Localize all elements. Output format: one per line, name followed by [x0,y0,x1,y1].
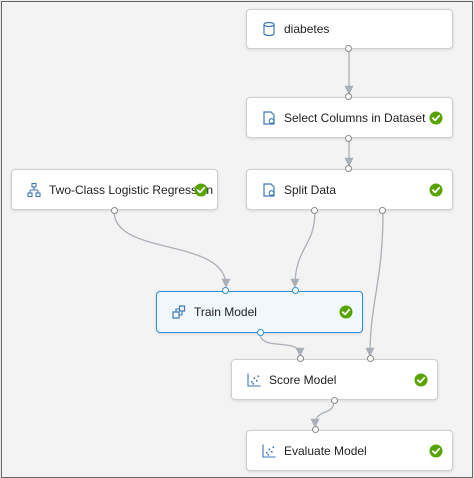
scatter-plot-icon [246,372,262,388]
module-label: Evaluate Model [284,443,367,458]
connector-train-to-score [259,332,305,357]
output-port[interactable] [257,329,264,336]
input-port[interactable] [367,355,374,362]
module-label: Train Model [194,305,257,319]
output-port[interactable] [111,207,118,214]
connector-score-to-evaluate [310,400,335,428]
check-icon [429,183,443,197]
module-label: diabetes [284,22,330,36]
output-port[interactable] [311,207,318,214]
module-label: Select Columns in Dataset [284,110,426,125]
module-diabetes[interactable]: diabetes [246,9,453,49]
input-port[interactable] [222,287,229,294]
connector-split-to-train [290,210,316,288]
input-port[interactable] [297,355,304,362]
module-label: Score Model [269,372,337,387]
module-label: Two-Class Logistic Regression [49,182,214,197]
connector-split-to-score [365,210,384,357]
output-port[interactable] [331,397,338,404]
data-transform-icon [261,110,277,126]
module-two-class-logistic-regression[interactable]: Two-Class Logistic Regression [11,169,218,210]
output-port[interactable] [379,207,386,214]
input-port[interactable] [345,165,352,172]
scatter-plot-icon [261,443,277,459]
dataset-icon [261,21,277,37]
check-icon [429,111,443,125]
module-label: Split Data [284,182,337,197]
module-evaluate-model[interactable]: Evaluate Model [246,430,453,471]
data-transform-icon [261,182,277,198]
check-icon [414,373,428,387]
module-score-model[interactable]: Score Model [231,359,438,400]
output-port[interactable] [345,45,352,52]
output-port[interactable] [345,135,352,142]
train-model-icon [171,304,187,320]
module-select-columns[interactable]: Select Columns in Dataset [246,97,453,138]
input-port[interactable] [345,93,352,100]
check-icon [339,305,353,319]
connector-regression-to-train [113,210,231,288]
check-icon [429,444,443,458]
module-train-model[interactable]: Train Model [156,291,363,333]
check-icon [194,183,208,197]
module-split-data[interactable]: Split Data [246,169,453,210]
input-port[interactable] [292,287,299,294]
model-tree-icon [26,182,42,198]
input-port[interactable] [312,426,319,433]
